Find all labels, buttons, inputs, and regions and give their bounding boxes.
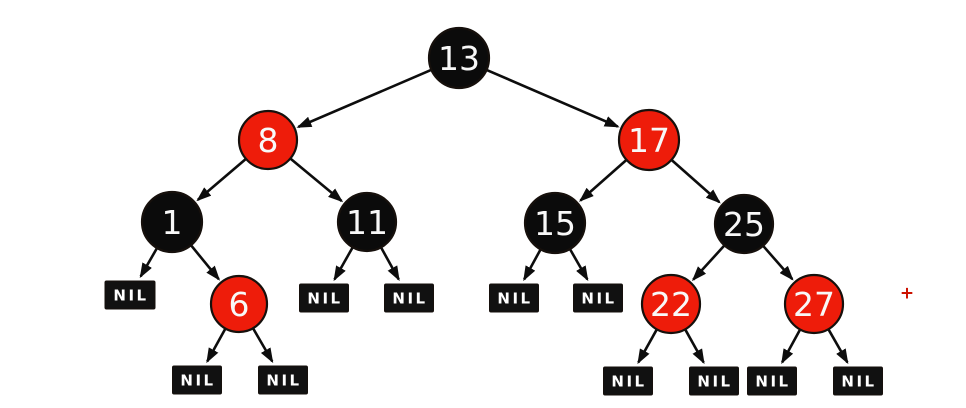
nil-leaf-label: NIL xyxy=(841,373,876,391)
nil-15-right: NIL xyxy=(573,283,623,313)
black-node-circle xyxy=(523,191,587,255)
edge-6-to-nil-6-right xyxy=(251,327,274,364)
edge-17-to-25 xyxy=(670,158,721,204)
tree-node-8: 8 xyxy=(237,109,299,171)
edge-1-to-nil-1-left xyxy=(139,247,159,279)
edge-6-to-nil-6-left xyxy=(206,327,227,364)
nil-leaf-box xyxy=(833,366,883,396)
black-node-circle xyxy=(427,26,491,90)
tree-node-13: 13 xyxy=(427,26,491,90)
node-key-label: 22 xyxy=(650,285,692,324)
nil-leaf-label: NIL xyxy=(266,372,301,390)
nil-leaf-label: NIL xyxy=(180,372,215,390)
node-key-label: 27 xyxy=(793,285,835,324)
edge-17-to-15 xyxy=(578,158,628,202)
tree-node-1: 1 xyxy=(140,190,204,254)
nil-22-right: NIL xyxy=(689,366,739,396)
edge-13-to-8 xyxy=(296,68,432,129)
nil-6-right: NIL xyxy=(258,365,308,395)
node-key-label: 25 xyxy=(723,205,765,244)
nil-11-right: NIL xyxy=(384,283,434,313)
edge-25-to-22 xyxy=(691,244,726,282)
red-node-circle xyxy=(617,108,681,172)
edge-1-to-6 xyxy=(189,244,221,281)
nil-leaf-box xyxy=(747,366,797,396)
red-node-circle xyxy=(783,273,845,335)
nil-leaf-box xyxy=(689,366,739,396)
edge-15-to-nil-15-left xyxy=(523,248,542,282)
nil-leaf-box xyxy=(489,283,539,313)
edge-8-to-11 xyxy=(289,157,344,203)
red-node-circle xyxy=(640,273,702,335)
nil-27-left: NIL xyxy=(747,366,797,396)
edge-22-to-nil-22-left xyxy=(637,328,658,365)
nil-leaf-label: NIL xyxy=(497,290,532,308)
nil-leaf-box xyxy=(384,283,434,313)
nil-leaf-label: NIL xyxy=(697,373,732,391)
node-key-label: 8 xyxy=(258,121,279,160)
nil-1-left: NIL xyxy=(104,280,156,310)
edge-22-to-nil-22-right xyxy=(684,328,705,365)
nil-leaf-label: NIL xyxy=(392,290,427,308)
red-node-circle xyxy=(209,274,269,334)
tree-node-17: 17 xyxy=(617,108,681,172)
nil-27-right: NIL xyxy=(833,366,883,396)
tree-node-15: 15 xyxy=(523,191,587,255)
edge-11-to-nil-11-right xyxy=(379,246,400,282)
nil-6-left: NIL xyxy=(172,365,222,395)
nil-leaf-label: NIL xyxy=(611,373,646,391)
red-node-circle xyxy=(237,109,299,171)
nil-11-left: NIL xyxy=(299,283,349,313)
nil-leaf-label: NIL xyxy=(755,373,790,391)
node-key-label: 1 xyxy=(162,203,183,242)
nil-leaf-box xyxy=(172,365,222,395)
tree-node-22: 22 xyxy=(640,273,702,335)
edge-27-to-nil-27-right xyxy=(827,328,849,365)
nil-leaf-box xyxy=(258,365,308,395)
nil-leaf-label: NIL xyxy=(307,290,342,308)
nil-leaf-box xyxy=(573,283,623,313)
edge-11-to-nil-11-left xyxy=(333,246,354,282)
nil-leaf-box xyxy=(104,280,156,310)
tree-node-6: 6 xyxy=(209,274,269,334)
edge-15-to-nil-15-right xyxy=(568,248,589,282)
black-node-circle xyxy=(140,190,204,254)
node-key-label: 15 xyxy=(534,204,576,243)
nil-15-left: NIL xyxy=(489,283,539,313)
node-key-label: 13 xyxy=(438,39,480,78)
nil-leaf-label: NIL xyxy=(113,287,148,305)
edge-13-to-17 xyxy=(486,68,620,128)
nil-22-left: NIL xyxy=(603,366,653,396)
edge-27-to-nil-27-left xyxy=(781,328,802,365)
edge-8-to-1 xyxy=(196,157,247,202)
tree-node-27: 27 xyxy=(783,273,845,335)
node-key-label: 17 xyxy=(628,121,670,160)
edge-25-to-27 xyxy=(762,244,794,281)
node-key-label: 11 xyxy=(346,203,388,242)
tree-node-11: 11 xyxy=(336,191,398,253)
tree-node-25: 25 xyxy=(713,193,775,255)
crosshair-cursor-mark: + xyxy=(899,283,915,304)
nil-leaf-box xyxy=(603,366,653,396)
black-node-circle xyxy=(336,191,398,253)
black-node-circle xyxy=(713,193,775,255)
nil-leaf-label: NIL xyxy=(581,290,616,308)
nil-leaf-box xyxy=(299,283,349,313)
node-key-label: 6 xyxy=(229,285,250,324)
